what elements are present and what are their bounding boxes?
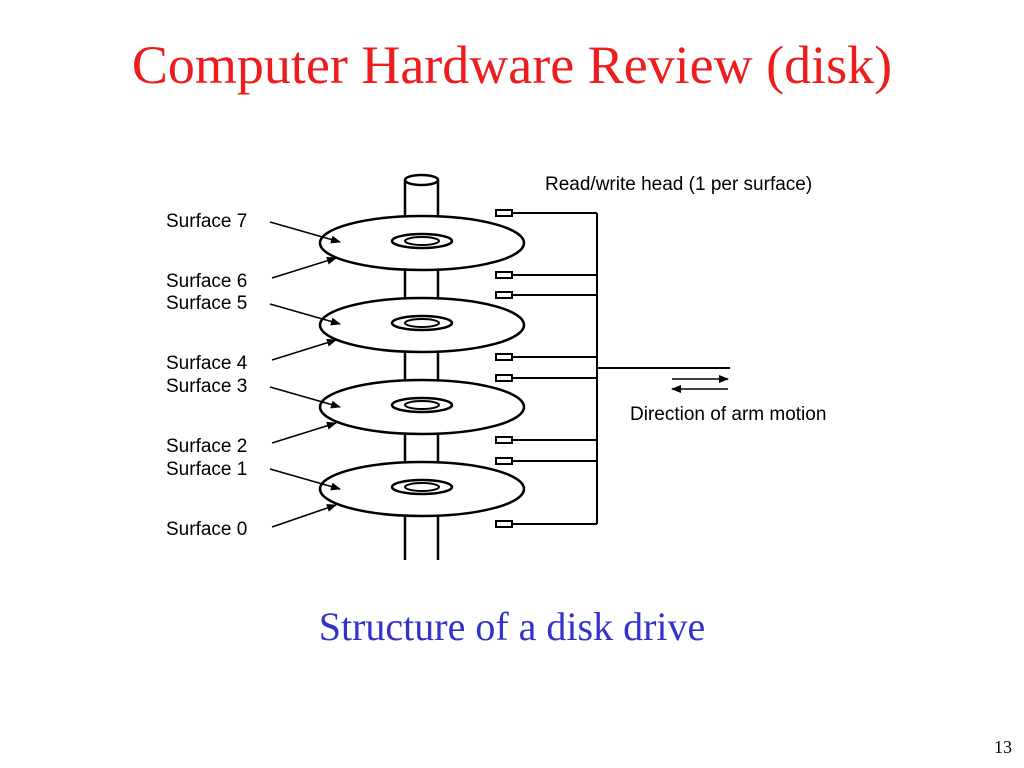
diagram-caption: Structure of a disk drive xyxy=(318,604,706,649)
surface-4-label: Surface 4 xyxy=(166,353,248,374)
surface-2-label: Surface 2 xyxy=(166,436,247,457)
actuator-arm xyxy=(512,212,730,525)
surface-0-label: Surface 0 xyxy=(166,519,247,540)
platter-2 xyxy=(318,296,526,354)
page-number: 13 xyxy=(994,737,1012,757)
surface-6-label: Surface 6 xyxy=(166,271,247,292)
surface-3-label: Surface 3 xyxy=(166,376,247,397)
surface-7-label: Surface 7 xyxy=(166,211,247,232)
platter-4 xyxy=(318,460,526,518)
surface-1-label: Surface 1 xyxy=(166,459,247,480)
surface-5-label: Surface 5 xyxy=(166,293,247,314)
surface-arrows xyxy=(269,221,341,528)
read-write-head-label: Read/write head (1 per surface) xyxy=(545,174,812,195)
platter-1 xyxy=(318,214,526,272)
arm-motion-arrows xyxy=(671,375,729,393)
arm-motion-label: Direction of arm motion xyxy=(630,404,826,425)
platter-3 xyxy=(318,378,526,436)
slide-title: Computer Hardware Review (disk) xyxy=(131,35,893,95)
